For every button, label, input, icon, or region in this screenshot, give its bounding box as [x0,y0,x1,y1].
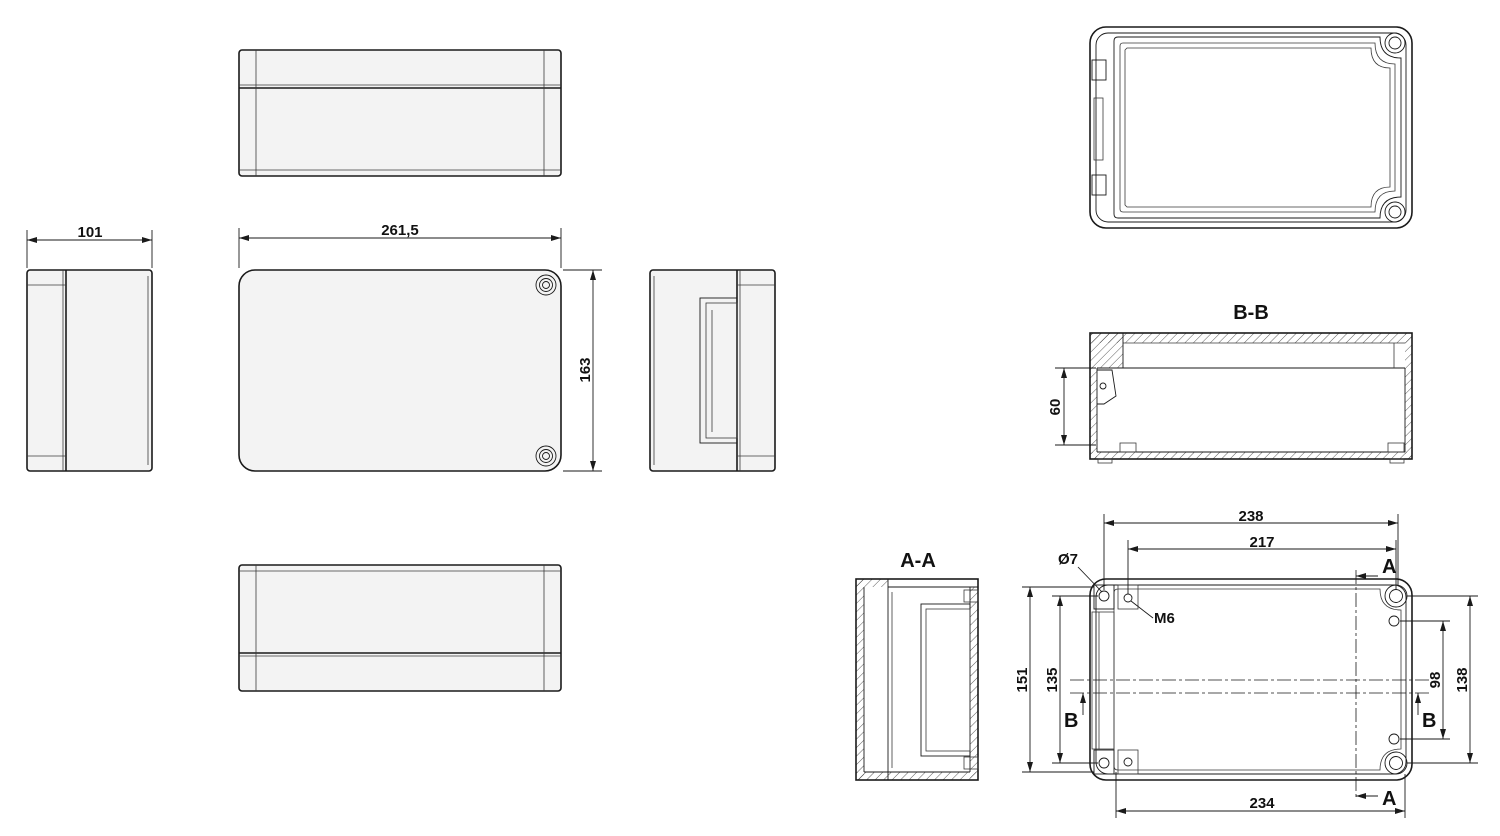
section-bb: B-B [1089,302,1413,464]
dimension-base-width: 234 [1115,772,1406,818]
dim-151-label: 151 [1014,667,1031,692]
callout-thread: M6 [1130,600,1175,627]
callout-hole-diameter: Ø7 [1058,551,1103,593]
marker-a-top-label: A [1382,556,1396,578]
dim-135-label: 135 [1044,667,1061,692]
callout-o7-label: Ø7 [1058,551,1078,568]
dimension-height-outer: 151 [1014,586,1094,773]
section-marker-a-bottom: A [1356,788,1396,810]
section-marker-a-top: A [1356,556,1396,579]
right-side-view [649,269,776,472]
dimension-front-height: 163 [563,269,602,472]
dim-238-label: 238 [1238,508,1263,525]
dim-261-label: 261,5 [381,222,419,239]
section-aa: A-A [855,550,979,781]
marker-b-left-label: B [1064,710,1078,732]
marker-a-bottom-label: A [1382,788,1396,810]
base-view [1070,570,1430,800]
section-aa-title: A-A [900,550,936,572]
screw-top-icon [535,274,557,296]
dimension-height-right-inner: 98 [1400,620,1450,740]
dimension-front-width: 261,5 [238,222,562,268]
dimension-side-depth: 101 [26,224,153,268]
section-marker-b-left: B [1064,693,1086,732]
corner-hole-bottom-icon [1384,201,1406,223]
callout-m6-label: M6 [1154,610,1175,627]
dim-217-label: 217 [1249,534,1274,551]
dim-101-label: 101 [77,224,102,241]
dimension-height-right-outer: 138 [1407,595,1478,764]
dim-60-label: 60 [1047,399,1064,416]
bottom-view [238,564,562,692]
corner-hole-right-bottom-icon [1384,751,1408,775]
section-bb-title: B-B [1233,302,1269,324]
dimension-section-depth: 60 [1047,367,1096,446]
interior-view [1089,26,1413,229]
dim-98-label: 98 [1427,672,1444,689]
top-view [238,49,562,177]
dimension-inner-width: 217 [1127,534,1397,594]
dim-234-label: 234 [1249,795,1275,812]
front-view [238,269,562,472]
dimension-outer-width: 238 [1103,508,1399,590]
dim-163-label: 163 [577,357,594,382]
section-marker-b-right: B [1415,693,1436,732]
corner-hole-top-icon [1384,32,1406,54]
marker-b-right-label: B [1422,710,1436,732]
dim-138-label: 138 [1454,667,1471,692]
left-side-view [26,269,153,472]
dimension-height-inner: 135 [1044,595,1098,764]
screw-bottom-icon [535,445,557,467]
